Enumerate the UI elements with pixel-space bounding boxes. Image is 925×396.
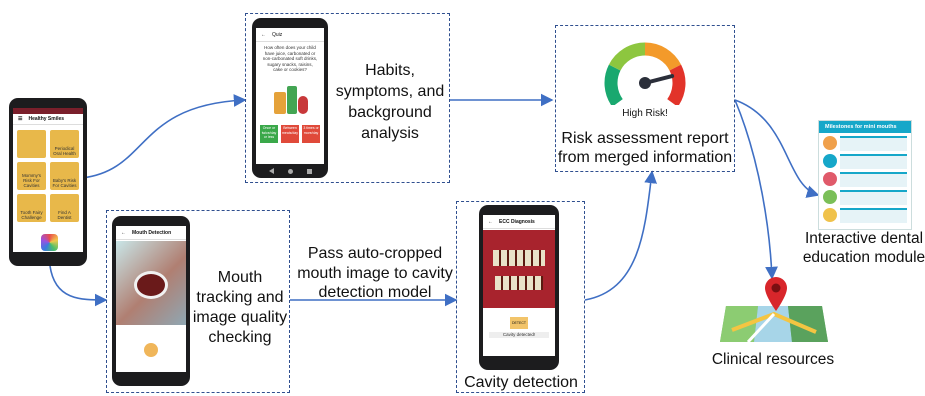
home-app-bar: ☰ Healthy Smiles <box>13 114 83 125</box>
back-arrow-icon[interactable]: ← <box>121 229 126 236</box>
arrow-risk-to-clinical <box>734 99 778 280</box>
home-tile-label: Periodical Oral Health <box>53 146 76 156</box>
home-tile-label: Tooth Fairy Challenge <box>20 210 43 220</box>
cavity-detection-box <box>456 201 585 393</box>
capture-button[interactable] <box>144 343 158 357</box>
back-arrow-icon[interactable]: ← <box>488 218 493 225</box>
teeth-image <box>483 230 555 308</box>
poster-title: Milestones for mini mouths <box>819 121 911 133</box>
back-arrow-icon[interactable]: ← <box>261 31 266 38</box>
ecc-app-bar: ← ECC Diagnosis <box>483 215 555 229</box>
home-tile[interactable]: Periodical Oral Health <box>50 130 79 158</box>
poster-row <box>823 154 907 169</box>
arrow-risk-to-education <box>734 99 820 198</box>
poster-row <box>823 172 907 187</box>
home-tile[interactable]: Tooth Fairy Challenge <box>17 194 46 222</box>
home-tile[interactable]: Baby's Risk For Cavities <box>50 162 79 190</box>
snacks-illustration-icon <box>270 80 310 118</box>
ecc-phone: ← ECC Diagnosis DETECT Cavity detected! <box>479 205 559 370</box>
home-app-title: Healthy Smiles <box>28 116 65 122</box>
quiz-app-bar: ← Quiz <box>256 28 324 42</box>
education-poster[interactable]: Milestones for mini mouths <box>818 120 912 230</box>
quiz-answer-button[interactable]: Between meals/day <box>281 125 299 143</box>
map-icon <box>720 306 828 344</box>
home-tile-label: Baby's Risk For Cavities <box>52 178 77 188</box>
quiz-title: Quiz <box>272 31 283 38</box>
risk-report-box <box>555 25 735 172</box>
home-tile-label: Find A Dentist <box>57 210 72 220</box>
quiz-question: How often does your child have juice, ca… <box>262 45 318 72</box>
quiz-answer-button[interactable]: Once or twice/day or less <box>260 125 278 143</box>
poster-row <box>823 136 907 151</box>
mouth-phone: ← Mouth Detection <box>112 216 190 386</box>
location-pin-icon <box>765 277 787 311</box>
arrow-home-to-mouth <box>49 265 108 307</box>
home-tile[interactable]: Mommy's Risk For Cavities <box>17 162 46 190</box>
arrow-cavity-to-risk <box>584 170 658 301</box>
mouth-tracking-box <box>106 210 290 393</box>
habits-box <box>245 13 450 183</box>
home-tile[interactable]: Find A Dentist <box>50 194 79 222</box>
arrow-home-to-habits <box>81 94 247 179</box>
cavity-detection-label: Cavity detection <box>464 374 578 391</box>
ecc-title: ECC Diagnosis <box>499 218 535 225</box>
home-tile-label: Mommy's Risk For Cavities <box>21 173 42 188</box>
quiz-answer-button[interactable]: 3 times or more/day <box>302 125 320 143</box>
mouth-title: Mouth Detection <box>132 229 172 236</box>
app-logo-icon[interactable] <box>41 234 58 251</box>
gauge-label: High Risk! <box>622 108 668 119</box>
poster-row <box>823 208 907 223</box>
detect-button[interactable]: DETECT <box>510 317 528 329</box>
risk-gauge <box>604 42 686 105</box>
mouth-camera-image <box>116 241 186 325</box>
clinical-label: Clinical resources <box>711 351 835 368</box>
quiz-phone: ← Quiz How often does your child have ju… <box>252 18 328 178</box>
mouth-app-bar: ← Mouth Detection <box>116 226 186 240</box>
home-tile[interactable] <box>17 130 46 158</box>
poster-row <box>823 190 907 205</box>
cavity-result-text: Cavity detected! <box>489 332 549 338</box>
